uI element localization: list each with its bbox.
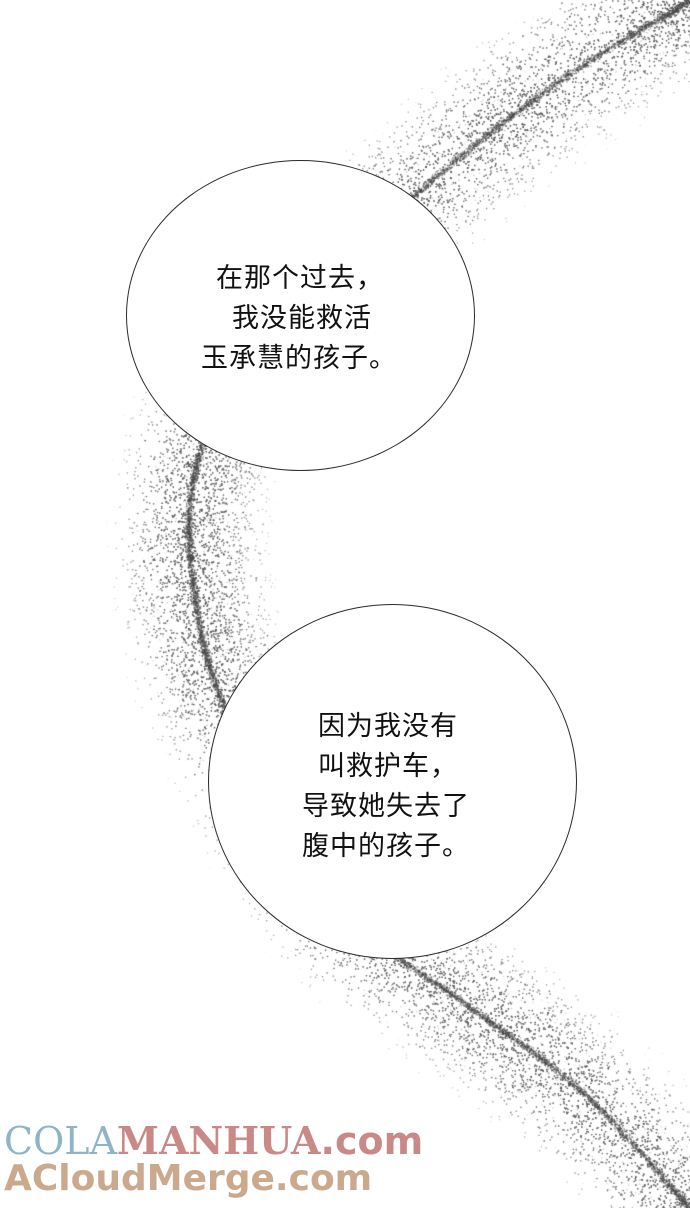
watermark-colamanhua: COLAMANHUA.com (4, 1118, 423, 1163)
bubble-2-line-3: 导致她失去了 (302, 791, 470, 822)
bubble-2-line-1: 因为我没有 (318, 711, 458, 742)
bubble-1-line-1: 在那个过去， (216, 263, 384, 294)
watermark-cola: COLA (4, 1119, 117, 1163)
bubble-2-line-4: 腹中的孩子。 (302, 831, 470, 862)
bubble-1-line-3: 玉承慧的孩子。 (201, 343, 397, 374)
watermark-manhua: MANHUA (116, 1118, 321, 1163)
bubble-1-line-2: 我没能救活 (232, 303, 372, 334)
watermark-dotcom: .com (320, 1119, 424, 1163)
speech-bubble-1 (126, 160, 475, 471)
watermark-acloudmerge: ACloudMerge.com (4, 1158, 373, 1199)
bubble-2-line-2: 叫救护车， (318, 751, 458, 782)
speech-bubble-2 (208, 604, 577, 959)
